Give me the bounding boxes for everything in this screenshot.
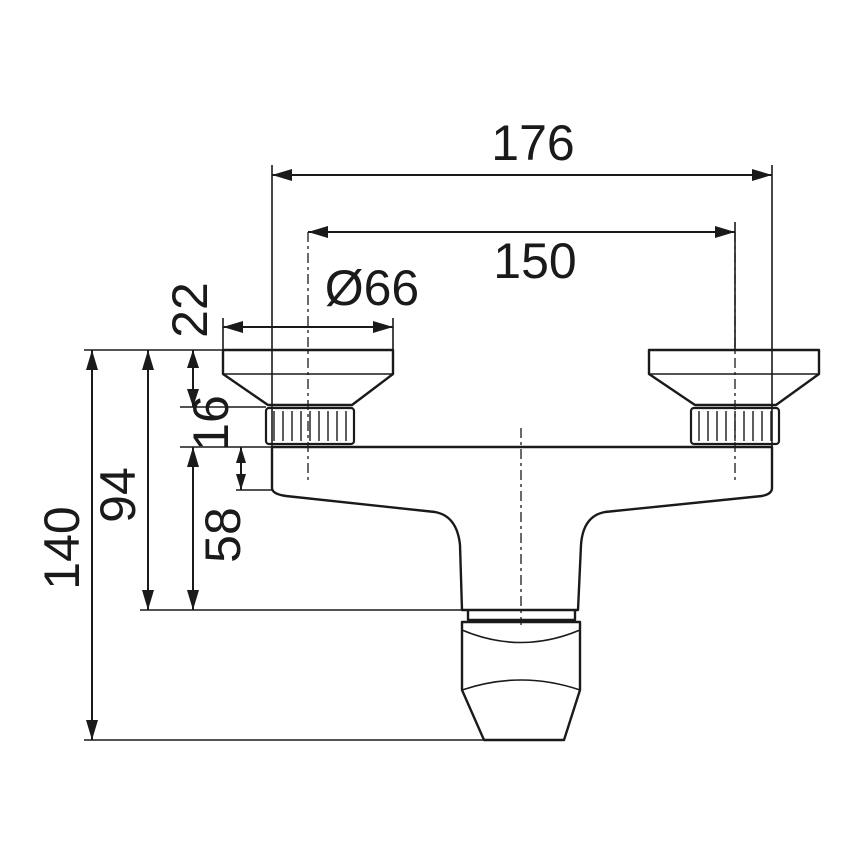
right-handle: [647, 348, 821, 407]
dimension-labels: 176 150 Ø66 22 16 58 94 140: [34, 115, 577, 590]
dim-handle-spacing: 150: [493, 233, 576, 289]
dimension-lines: [86, 169, 772, 740]
dim-total-height: 140: [34, 506, 90, 589]
spout: [460, 620, 582, 742]
spout-lower-band: [461, 679, 581, 691]
faucet-body: [270, 445, 774, 612]
dim-handle-height: 22: [162, 282, 218, 338]
faucet: [221, 232, 821, 742]
left-nut: [264, 406, 356, 446]
dim-overall-width: 176: [491, 115, 574, 171]
dim-nut-height: 16: [183, 395, 239, 451]
dim-body-height: 58: [195, 507, 251, 563]
spout-upper-band: [461, 629, 581, 644]
dim-outlet-height: 94: [90, 467, 146, 523]
extension-lines: [84, 165, 773, 741]
dim-handle-diameter: Ø66: [325, 260, 420, 316]
